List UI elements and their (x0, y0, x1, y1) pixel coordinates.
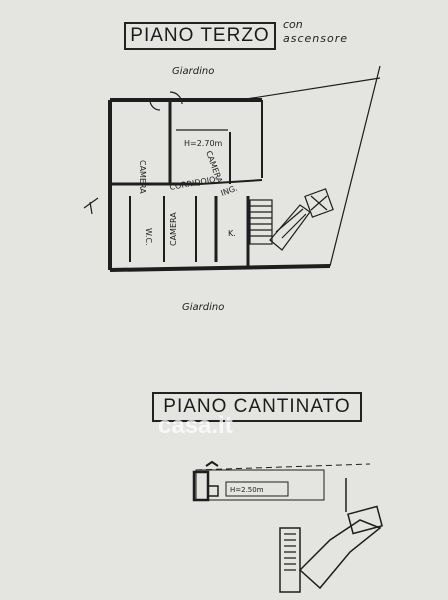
third-floor-plan (83, 65, 381, 272)
floor-title-third: PIANO TERZO (124, 22, 276, 50)
room-label: W.C. (144, 228, 153, 246)
room-label: CAMERA (169, 212, 178, 246)
garden-label-top: Giardino (172, 66, 215, 77)
room-label: ING. (220, 184, 239, 198)
room-label: CAMERA (138, 160, 147, 194)
elevator-note: con (283, 18, 303, 31)
room-label: H=2.70m (184, 139, 223, 148)
watermark-logo: casa.it (158, 412, 233, 439)
garden-label-bottom: Giardino (182, 302, 225, 313)
basement-plan (192, 460, 383, 593)
room-label: CORRIDOIO (169, 175, 216, 192)
floor-title-basement: PIANO CANTINATO (152, 392, 362, 422)
room-label: K. (228, 229, 236, 238)
elevator-note-line2: ascensore (283, 32, 349, 45)
room-label: H=2.50m (230, 486, 264, 494)
